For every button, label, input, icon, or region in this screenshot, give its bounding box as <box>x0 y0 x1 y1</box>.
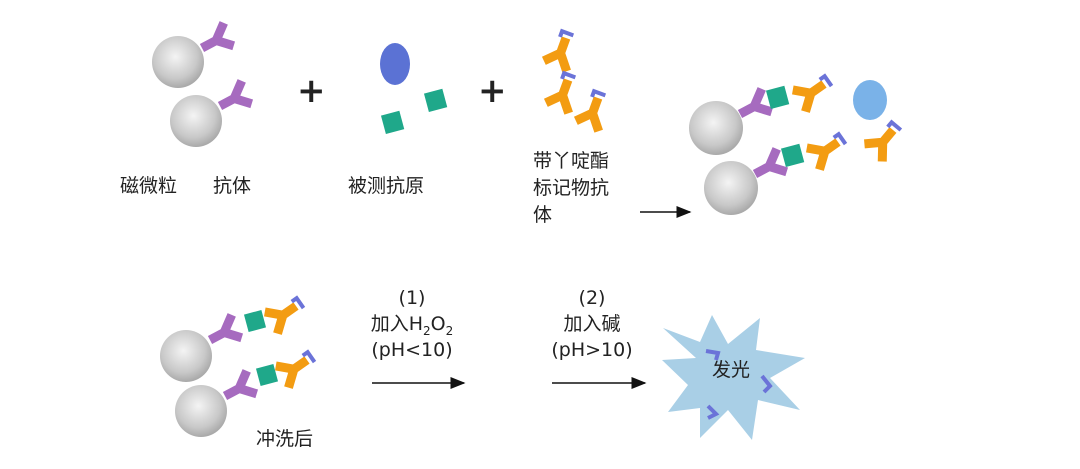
bead-with-antibody <box>152 23 253 147</box>
step2-number: (2) <box>579 287 606 309</box>
labeled-antibody <box>274 346 318 387</box>
magnetic-bead <box>175 385 227 437</box>
light-burst-star <box>662 315 805 440</box>
label-after-wash: 冲洗后 <box>256 428 313 450</box>
acridinium-tag-icon <box>760 374 773 394</box>
antigen-square <box>423 88 448 112</box>
magnetic-bead <box>170 95 222 147</box>
label-labeled-antibody-1: 带丫啶酯 <box>533 150 609 172</box>
labeled-antibody <box>575 89 611 131</box>
antigen-square <box>243 309 267 333</box>
plus-sign: + <box>478 71 507 111</box>
antigen-square <box>765 85 790 109</box>
label-labeled-antibody-3: 体 <box>533 204 552 226</box>
magnetic-bead <box>160 330 212 382</box>
label-light-emission: 发光 <box>712 359 750 381</box>
washed-complex <box>160 292 318 437</box>
labeled-antibody <box>545 71 581 113</box>
antigen-ellipse <box>380 43 410 85</box>
label-labeled-antibody-2: 标记物抗 <box>533 177 609 199</box>
labeled-antibody <box>805 128 849 169</box>
step1-action: 加入H2O2 <box>371 313 454 338</box>
acridinium-tag-icon <box>705 349 721 361</box>
magnetic-bead <box>689 101 743 155</box>
labeled-antibody <box>791 70 835 111</box>
antigen-square <box>780 143 805 167</box>
labeled-antibody <box>543 29 579 71</box>
antigen-square <box>380 110 405 134</box>
free-labeled-antibody <box>863 118 905 162</box>
labeled-antibodies <box>543 29 611 131</box>
magnetic-bead <box>152 36 204 88</box>
antigen-square <box>255 363 279 387</box>
sandwich-complex <box>689 70 849 215</box>
label-target-antigen: 被测抗原 <box>348 175 424 197</box>
step2-action: 加入碱 <box>563 313 620 335</box>
plus-sign: + <box>297 71 326 111</box>
free-antigen <box>853 80 887 120</box>
step2-ph: (pH>10) <box>551 339 632 361</box>
labeled-antibody <box>263 292 307 333</box>
step1-number: (1) <box>399 287 426 309</box>
label-magnetic-bead: 磁微粒 <box>120 175 177 197</box>
magnetic-bead <box>704 161 758 215</box>
label-antibody: 抗体 <box>213 175 251 197</box>
capture-antibody <box>204 315 243 352</box>
acridinium-tag-icon <box>706 404 720 420</box>
step1-ph: (pH<10) <box>371 339 452 361</box>
